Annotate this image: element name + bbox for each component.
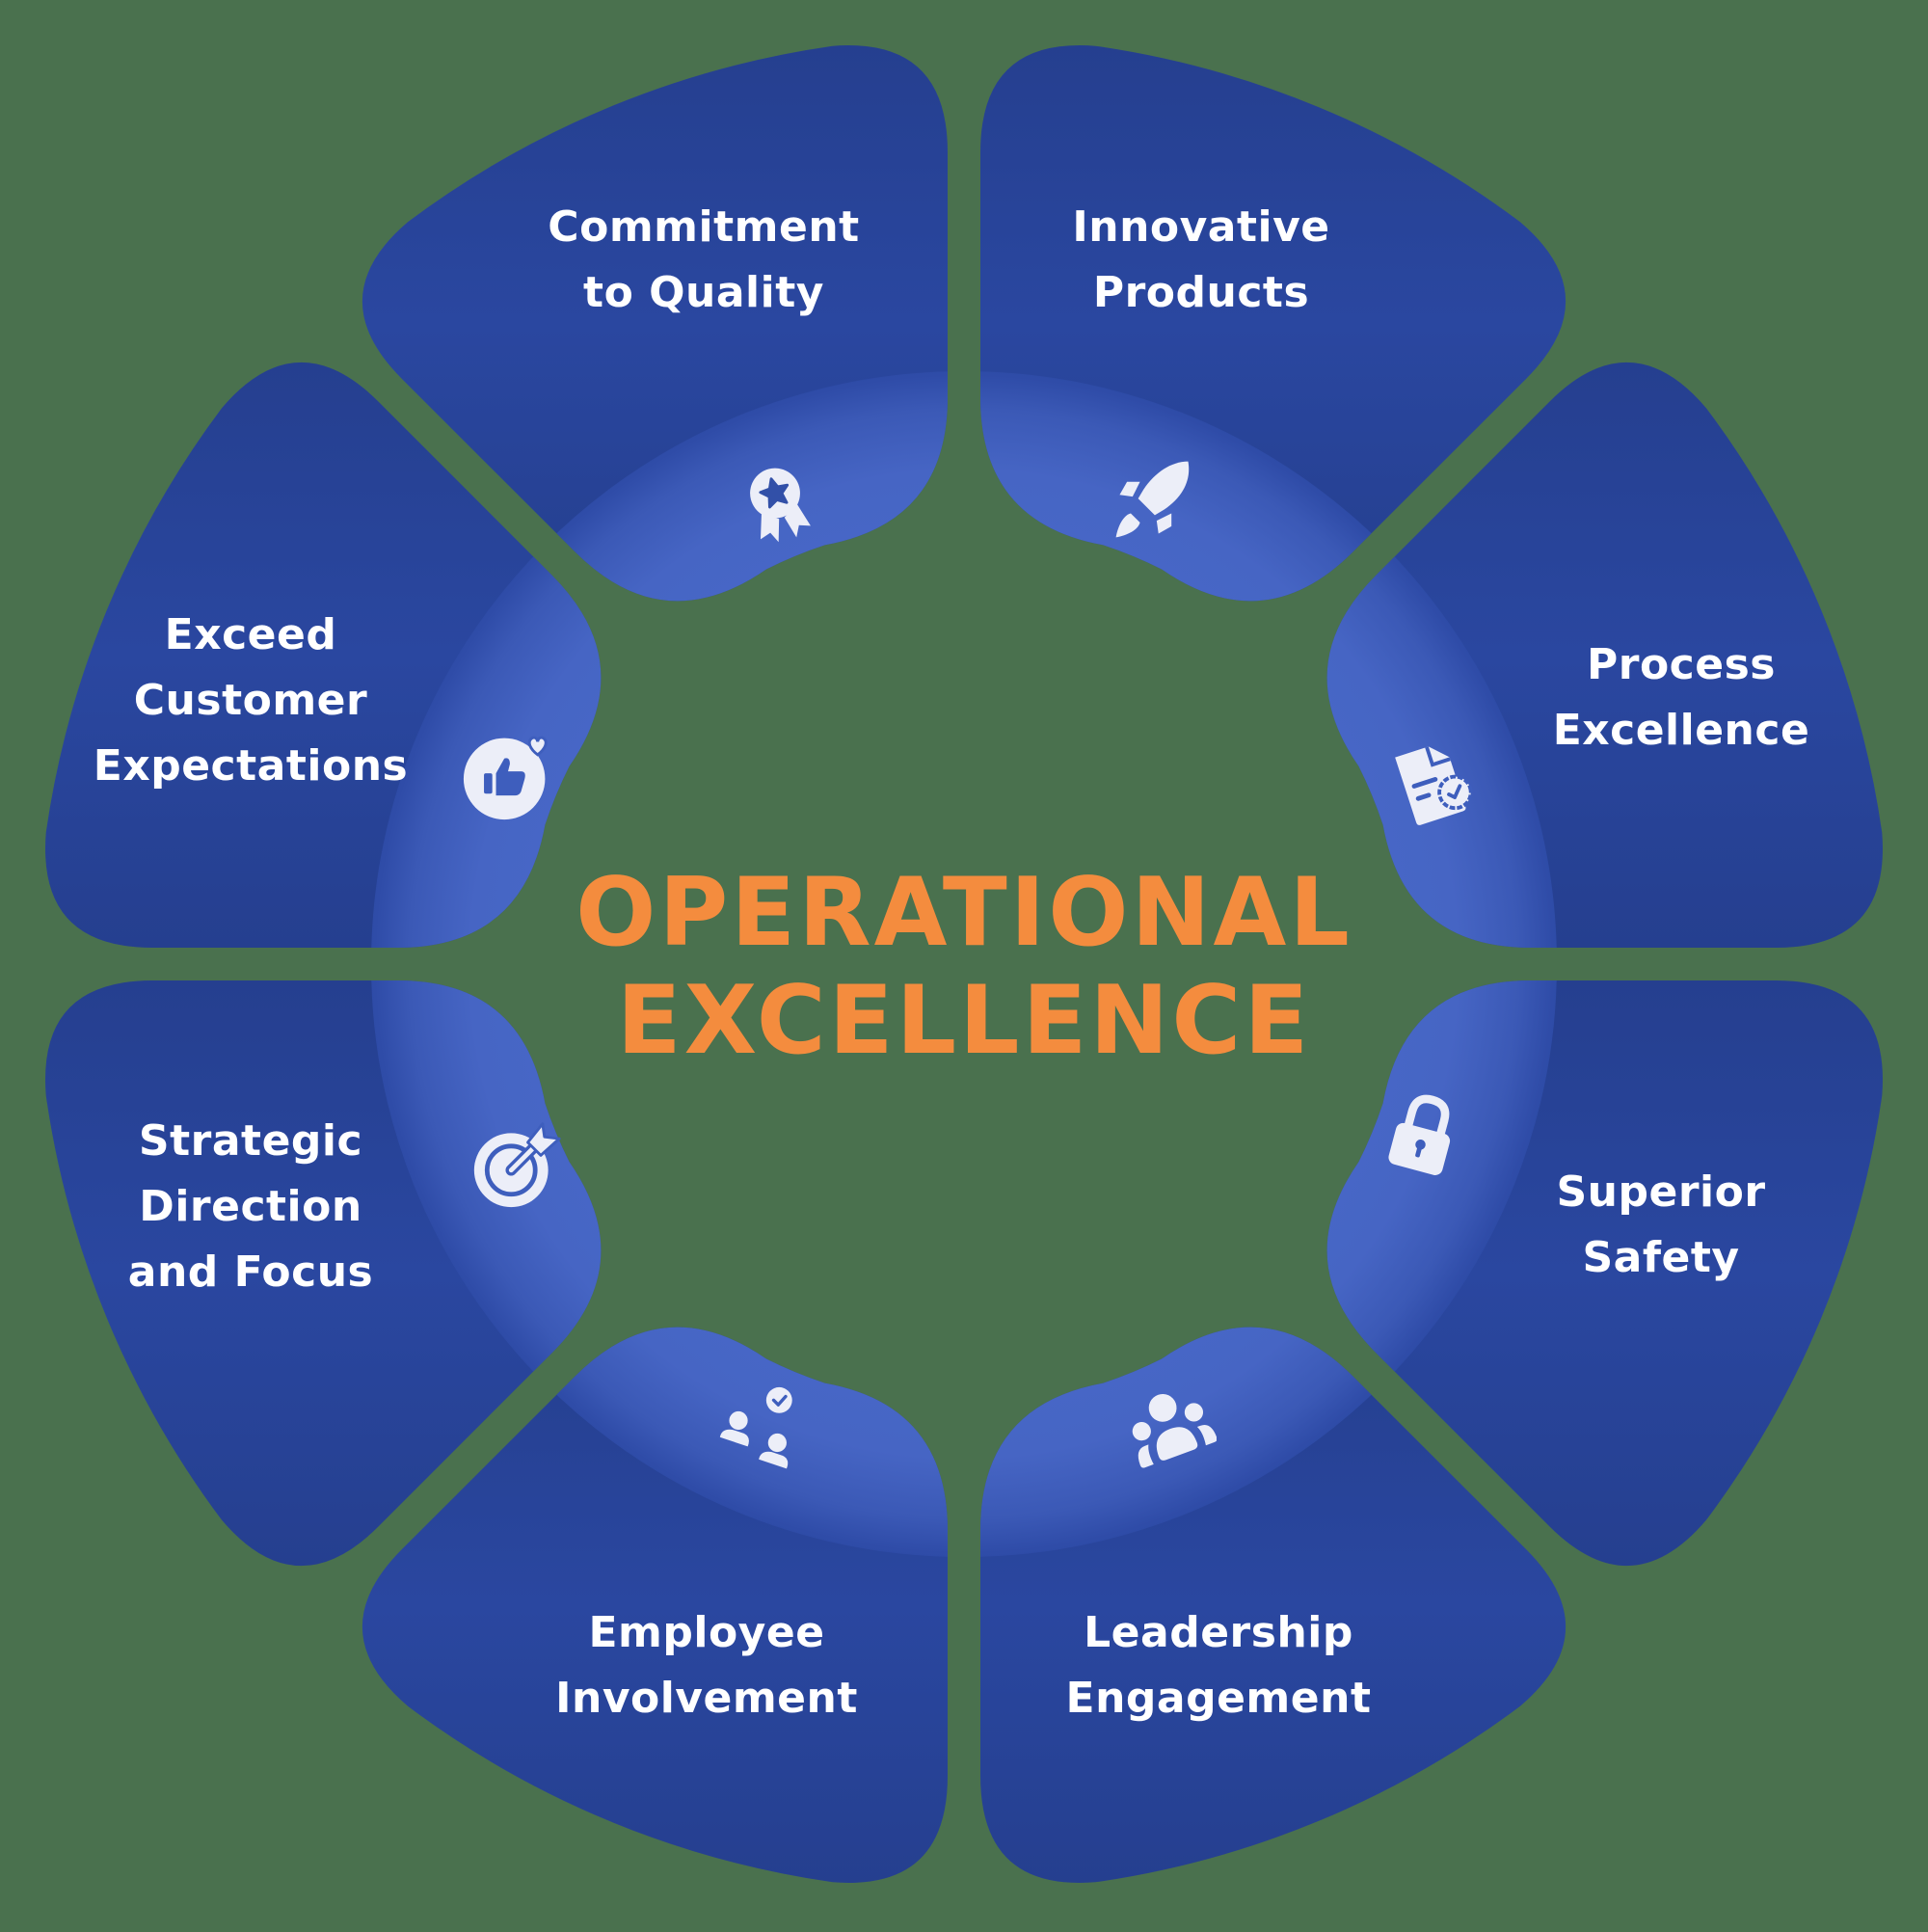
rocket-icon xyxy=(1107,454,1199,547)
label-line: Expectations xyxy=(93,741,409,791)
label-line: Exceed xyxy=(164,610,337,659)
label-line: Commitment xyxy=(548,202,860,252)
label-line: and Focus xyxy=(127,1248,374,1297)
segment-label-strategic-direction-and-focus[interactable]: Strategic Direction and Focus xyxy=(128,1109,373,1305)
label-line: Customer xyxy=(133,676,368,725)
segment-label-innovative-products[interactable]: Innovative Products xyxy=(1072,195,1329,326)
segment-label-exceed-customer-expectations[interactable]: Exceed Customer Expectations xyxy=(94,603,408,799)
label-line: Involvement xyxy=(555,1674,858,1723)
segment-label-process-excellence[interactable]: Process Excellence xyxy=(1553,632,1810,764)
people-with-check-icon xyxy=(716,1385,809,1478)
segment-label-leadership-engagement[interactable]: Leadership Engagement xyxy=(1066,1600,1372,1731)
diagram-title: OPERATIONAL EXCELLENCE xyxy=(576,859,1352,1075)
team-group-icon xyxy=(1124,1382,1217,1475)
segment-label-employee-involvement[interactable]: Employee Involvement xyxy=(555,1600,858,1731)
label-line: Direction xyxy=(139,1182,362,1231)
target-arrow-icon xyxy=(470,1118,563,1211)
label-line: Safety xyxy=(1582,1233,1740,1282)
medal-star-icon xyxy=(731,454,823,547)
label-line: Process xyxy=(1587,640,1776,689)
label-line: Superior xyxy=(1556,1167,1766,1217)
segment-label-superior-safety[interactable]: Superior Safety xyxy=(1556,1160,1765,1291)
label-line: Leadership xyxy=(1084,1608,1353,1657)
title-line-2: EXCELLENCE xyxy=(616,966,1312,1076)
label-line: to Quality xyxy=(583,268,824,317)
label-line: Engagement xyxy=(1065,1674,1372,1723)
label-line: Strategic xyxy=(138,1116,363,1166)
label-line: Excellence xyxy=(1552,706,1810,755)
segment-label-commitment-to-quality[interactable]: Commitment to Quality xyxy=(548,195,859,326)
padlock-icon xyxy=(1377,1089,1469,1182)
label-line: Innovative xyxy=(1072,202,1330,252)
thumbs-up-heart-icon xyxy=(462,729,554,821)
label-line: Products xyxy=(1092,268,1310,317)
certified-document-icon xyxy=(1384,737,1477,829)
title-line-1: OPERATIONAL xyxy=(576,858,1352,968)
label-line: Employee xyxy=(588,1608,825,1657)
